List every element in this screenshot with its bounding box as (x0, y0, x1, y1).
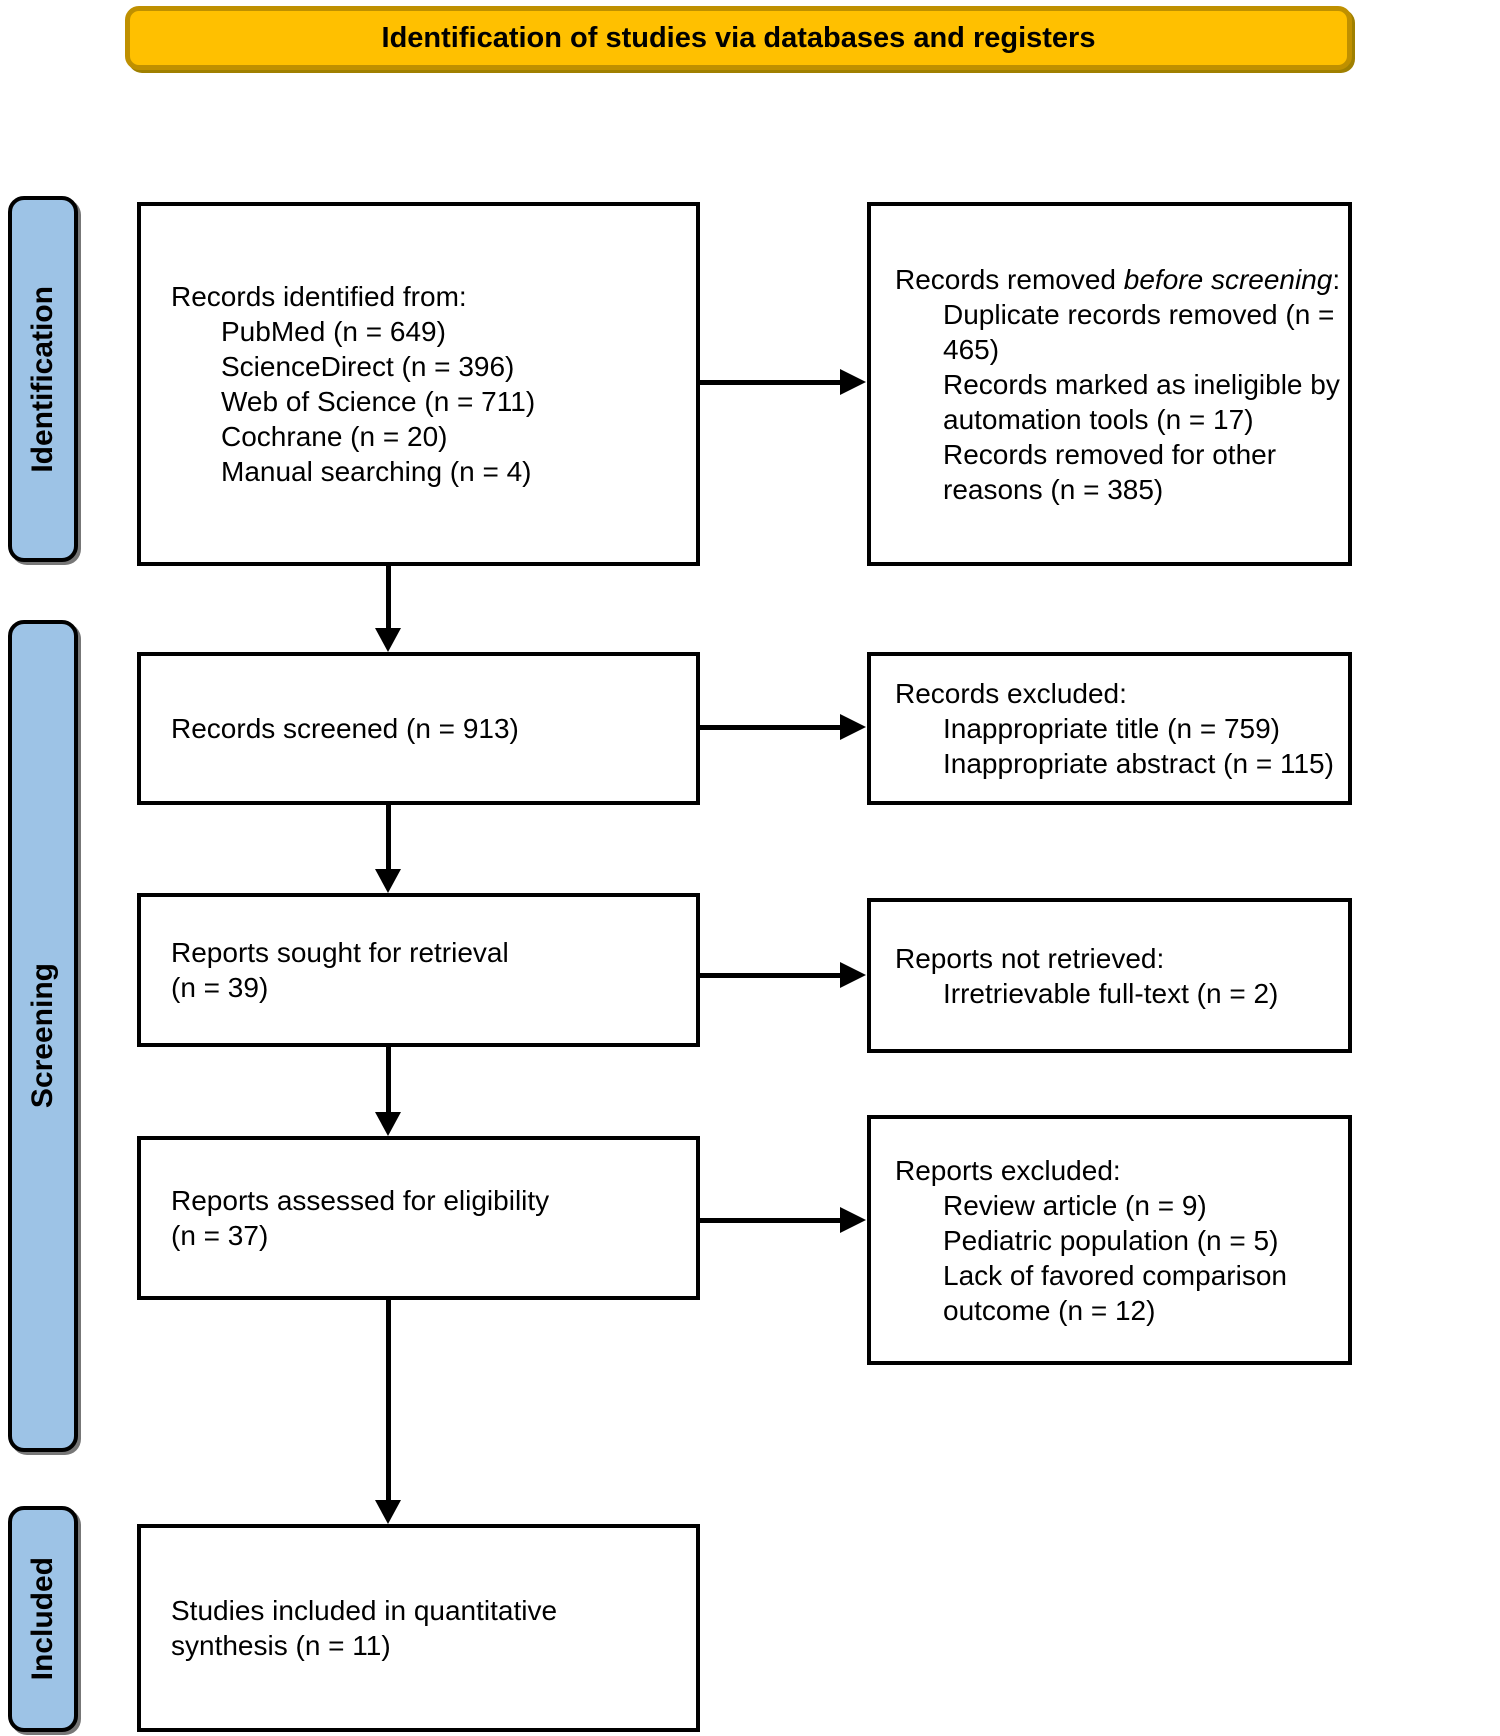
box-item: Pediatric population (n = 5) (943, 1224, 1279, 1256)
box-records-screened: Records screened (n = 913) (137, 652, 700, 805)
arrow-identified-to-screened-head (375, 628, 401, 652)
arrow-assessed-to-included-head (375, 1500, 401, 1524)
arrow-screened-to-sought-head (375, 869, 401, 893)
arrow-assessed-to-included-line (386, 1300, 391, 1502)
box-item: Duplicate records removed (n = 465) (943, 298, 1335, 365)
arrow-screened-to-excluded-head (840, 714, 866, 740)
box-item: Inappropriate title (n = 759) (943, 713, 1280, 744)
box-text: synthesis (n = 11) (171, 1630, 391, 1661)
box-text: Studies included in quantitative (171, 1595, 558, 1626)
box-text: Reports assessed for eligibility (171, 1185, 550, 1216)
phase-label-identification: Identification (26, 285, 59, 473)
arrow-screened-to-excluded-line (700, 725, 841, 730)
phase-label-screening: Screening (26, 963, 59, 1109)
box-records-identified: Records identified from: PubMed (n = 649… (137, 202, 700, 566)
box-item: PubMed (n = 649) (221, 316, 446, 347)
box-head: Records identified from: (171, 281, 467, 312)
arrow-sought-to-assessed-head (375, 1112, 401, 1136)
box-head: Reports excluded: (895, 1154, 1121, 1186)
arrow-identified-to-screened-line (386, 566, 391, 630)
arrow-assessed-to-excluded-line (700, 1218, 841, 1223)
arrow-sought-to-assessed-line (386, 1047, 391, 1114)
phase-band-included: Included (8, 1506, 78, 1732)
arrow-identified-to-removed-head (840, 369, 866, 395)
box-reports-not-retrieved: Reports not retrieved: Irretrievable ful… (867, 898, 1352, 1053)
box-item: Lack of favored comparison outcome (n = … (943, 1259, 1287, 1326)
phase-band-screening: Screening (8, 620, 78, 1452)
box-records-removed-before-screening: Records removed before screening: Duplic… (867, 202, 1352, 566)
box-records-excluded: Records excluded: Inappropriate title (n… (867, 652, 1352, 805)
box-reports-assessed: Reports assessed for eligibility (n = 37… (137, 1136, 700, 1300)
box-head: Records excluded: (895, 678, 1127, 709)
box-item: Review article (n = 9) (943, 1189, 1207, 1221)
italic-before-screening: before screening (1123, 263, 1333, 295)
box-item: Manual searching (n = 4) (221, 456, 532, 487)
banner-title: Identification of studies via databases … (381, 21, 1096, 54)
box-text: (n = 37) (171, 1220, 269, 1251)
box-head: Records removed before screening: (895, 263, 1341, 295)
box-reports-sought: Reports sought for retrieval (n = 39) (137, 893, 700, 1047)
box-studies-included: Studies included in quantitative synthes… (137, 1524, 700, 1732)
arrow-identified-to-removed-line (700, 380, 841, 385)
box-text: Records screened (n = 913) (171, 713, 519, 744)
box-item: Cochrane (n = 20) (221, 421, 448, 452)
box-item: Records removed for other reasons (n = 3… (943, 438, 1277, 505)
box-reports-excluded: Reports excluded: Review article (n = 9)… (867, 1115, 1352, 1365)
box-item: Web of Science (n = 711) (221, 386, 536, 417)
box-text: (n = 39) (171, 972, 269, 1003)
box-item: Irretrievable full-text (n = 2) (943, 977, 1279, 1009)
box-item: Inappropriate abstract (n = 115) (943, 748, 1334, 779)
phase-band-identification: Identification (8, 196, 78, 562)
arrow-screened-to-sought-line (386, 805, 391, 871)
banner-identification-via-databases: Identification of studies via databases … (125, 6, 1352, 70)
arrow-sought-to-notretrieved-line (700, 973, 841, 978)
arrow-sought-to-notretrieved-head (840, 962, 866, 988)
phase-label-included: Included (26, 1557, 59, 1681)
box-item: Records marked as ineligible by automati… (943, 368, 1340, 435)
arrow-assessed-to-excluded-head (840, 1207, 866, 1233)
box-text: Reports sought for retrieval (171, 937, 509, 968)
box-head: Reports not retrieved: (895, 942, 1165, 974)
box-item: ScienceDirect (n = 396) (221, 351, 515, 382)
